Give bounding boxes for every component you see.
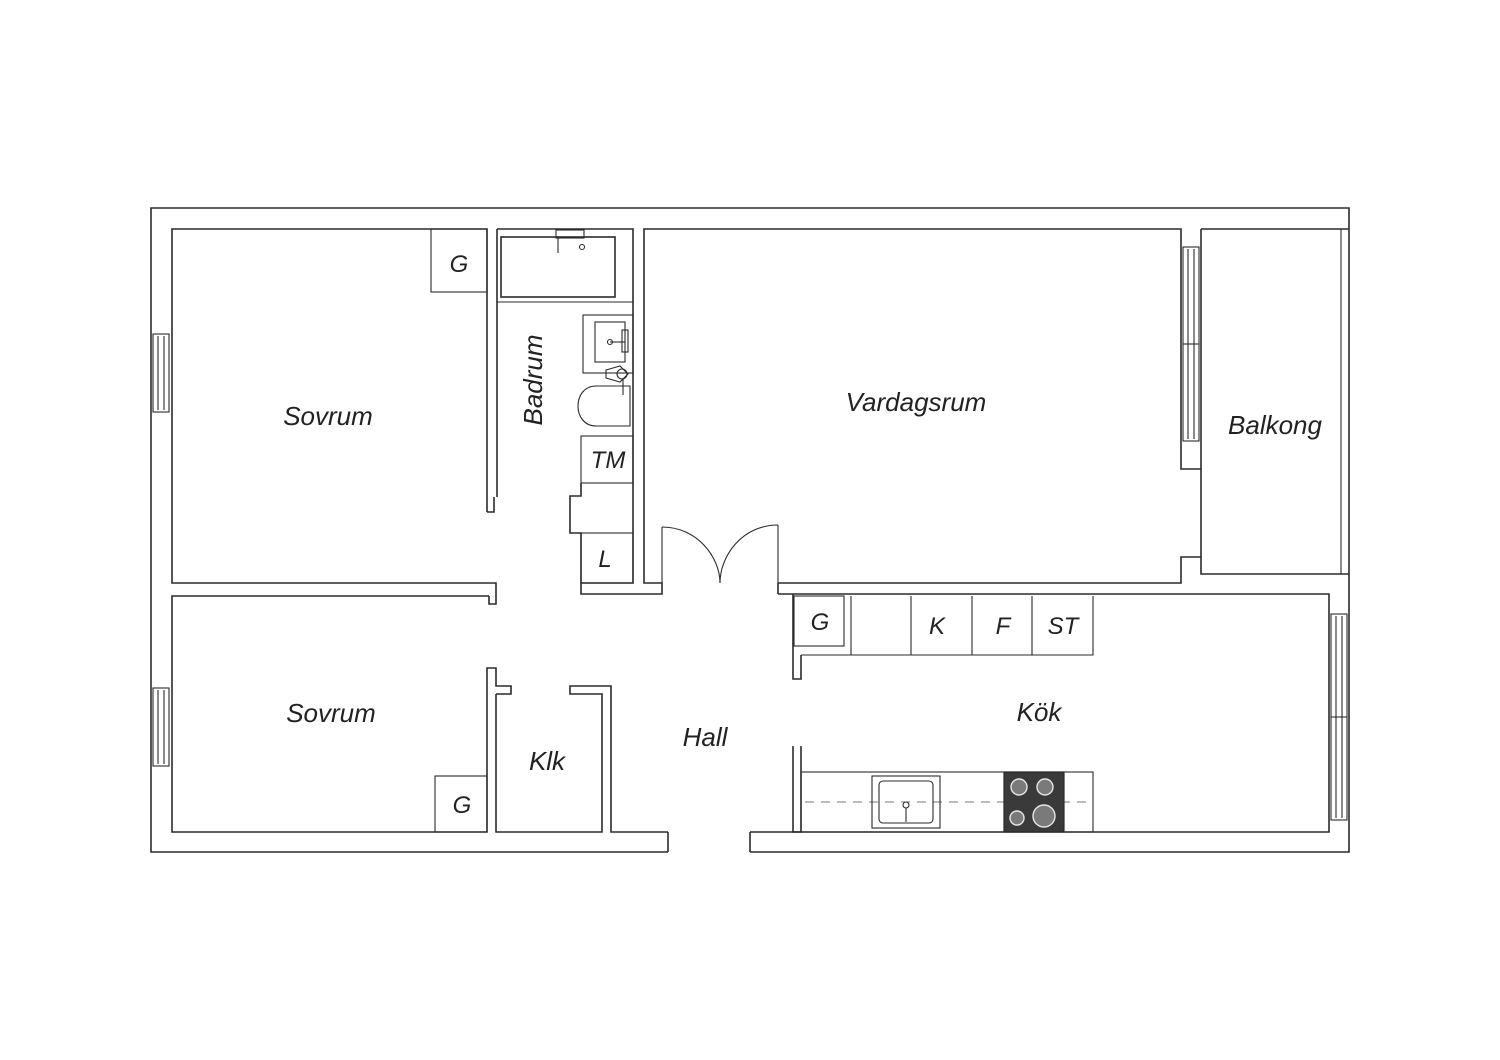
- linen-cabinet-label: L: [598, 546, 611, 573]
- bedroom-top-label: Sovrum: [283, 401, 373, 431]
- balcony: Balkong: [1200, 228, 1349, 575]
- bedroom-bottom-label: Sovrum: [286, 698, 376, 728]
- toilet: [577, 385, 631, 427]
- outer-wall: [150, 207, 1350, 853]
- wardrobe-bedroom-bottom-label: G: [453, 792, 472, 819]
- bathroom: TM L Badrum: [496, 228, 634, 584]
- balcony-label: Balkong: [1228, 410, 1322, 440]
- window-bedroom-bottom: [152, 687, 170, 767]
- wardrobe-bedroom-bottom: [434, 775, 488, 833]
- kitchen-counter: [800, 771, 1094, 833]
- hall: Hall: [683, 722, 729, 752]
- hall-label: Hall: [683, 722, 729, 752]
- wardrobe-kitchen: [793, 595, 845, 647]
- kitchen-label: Kök: [1017, 697, 1064, 727]
- living-room-label: Vardagsrum: [846, 387, 987, 417]
- freezer-label: F: [996, 613, 1012, 640]
- bedroom-top: G Sovrum: [171, 228, 497, 605]
- sink-bathroom: [582, 314, 634, 374]
- living-room: Vardagsrum: [580, 228, 1201, 595]
- bedroom-bottom: G Sovrum: [171, 595, 512, 833]
- kitchen-sink: [871, 775, 941, 829]
- window-living-room: [1182, 246, 1200, 442]
- washing-machine: [580, 435, 634, 484]
- closet: Klk: [495, 685, 668, 833]
- window-kitchen: [1330, 613, 1348, 821]
- pantry-label: ST: [1048, 613, 1081, 640]
- linen-cabinet: [580, 532, 634, 584]
- window-bedroom-top: [152, 333, 170, 413]
- kitchen: G K F ST Kök: [750, 593, 1330, 833]
- washing-machine-label: TM: [591, 447, 626, 474]
- wardrobe-bedroom-top-label: G: [450, 251, 469, 278]
- wardrobe-bedroom-top: [430, 228, 488, 293]
- bathroom-label: Badrum: [518, 334, 548, 425]
- fridge-label: K: [929, 613, 946, 640]
- closet-label: Klk: [529, 746, 567, 776]
- bathtub: [500, 236, 616, 298]
- wardrobe-kitchen-label: G: [811, 609, 830, 636]
